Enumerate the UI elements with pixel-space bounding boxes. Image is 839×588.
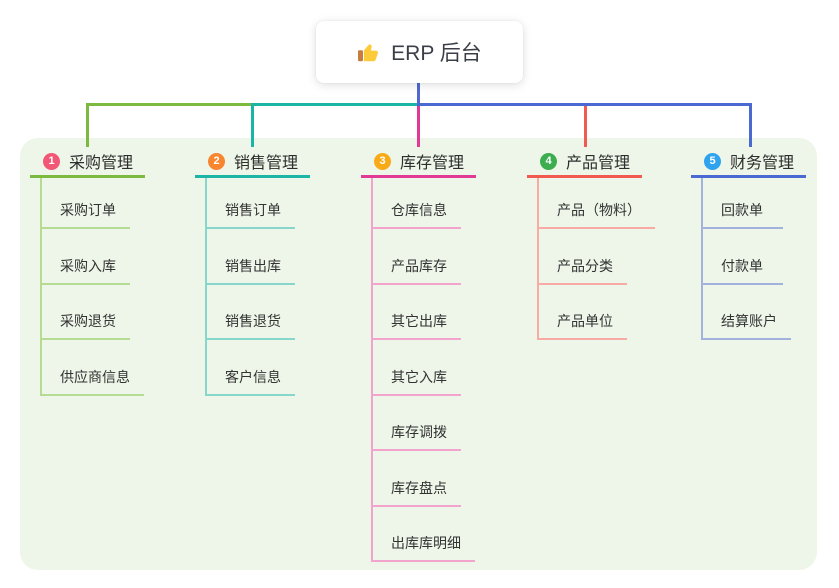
- branch-node-sales[interactable]: 2 销售管理: [195, 147, 310, 178]
- child-node[interactable]: 库存盘点: [373, 451, 461, 507]
- child-node[interactable]: 采购入库: [42, 229, 130, 285]
- child-node[interactable]: 采购订单: [42, 178, 130, 229]
- branch-children: 采购订单 采购入库 采购退货 供应商信息: [40, 178, 144, 396]
- branch-number-badge: 1: [43, 152, 60, 170]
- connector-branch3-drop: [417, 106, 420, 147]
- child-node[interactable]: 采购退货: [42, 285, 130, 340]
- branch-product: 4 产品管理 产品（物料） 产品分类 产品单位: [527, 147, 655, 340]
- branch-number-badge: 3: [374, 152, 391, 170]
- child-node[interactable]: 出库库明细: [373, 507, 475, 562]
- branch-inventory: 3 库存管理 仓库信息 产品库存 其它出库 其它入库 库存调拨 库存盘点 出库库…: [361, 147, 476, 562]
- branch-children: 回款单 付款单 结算账户: [701, 178, 791, 340]
- branch-sales: 2 销售管理 销售订单 销售出库 销售退货 客户信息: [195, 147, 310, 396]
- child-node[interactable]: 结算账户: [703, 285, 791, 340]
- branch-label: 采购管理: [69, 155, 134, 172]
- connector-branch5-horizontal: [417, 103, 752, 106]
- branch-children: 产品（物料） 产品分类 产品单位: [537, 178, 655, 340]
- branch-label: 产品管理: [566, 155, 631, 172]
- child-node[interactable]: 供应商信息: [42, 340, 144, 396]
- child-node[interactable]: 产品单位: [539, 285, 627, 340]
- branch-node-inventory[interactable]: 3 库存管理: [361, 147, 476, 178]
- branch-node-purchase[interactable]: 1 采购管理: [30, 147, 145, 178]
- child-node[interactable]: 库存调拨: [373, 396, 461, 451]
- child-node[interactable]: 销售退货: [207, 285, 295, 340]
- branch-label: 财务管理: [730, 155, 795, 172]
- connector-branch2-drop: [251, 103, 254, 147]
- child-node[interactable]: 其它出库: [373, 285, 461, 340]
- connector-branch4-drop: [584, 106, 587, 147]
- child-node[interactable]: 仓库信息: [373, 178, 461, 229]
- branch-children: 销售订单 销售出库 销售退货 客户信息: [205, 178, 295, 396]
- child-node[interactable]: 销售订单: [207, 178, 295, 229]
- root-label: ERP 后台: [391, 42, 482, 65]
- branch-group-panel: [20, 138, 817, 570]
- branch-purchase: 1 采购管理 采购订单 采购入库 采购退货 供应商信息: [30, 147, 145, 396]
- thumbs-up-icon: [358, 44, 379, 62]
- branch-label: 库存管理: [400, 155, 465, 172]
- child-node[interactable]: 回款单: [703, 178, 783, 229]
- child-node[interactable]: 产品库存: [373, 229, 461, 285]
- child-node[interactable]: 销售出库: [207, 229, 295, 285]
- branch-finance: 5 财务管理 回款单 付款单 结算账户: [691, 147, 806, 340]
- branch-number-badge: 5: [704, 152, 721, 170]
- connector-branch2-horizontal: [251, 103, 420, 106]
- branch-node-product[interactable]: 4 产品管理: [527, 147, 642, 178]
- child-node[interactable]: 其它入库: [373, 340, 461, 396]
- child-node[interactable]: 付款单: [703, 229, 783, 285]
- root-node[interactable]: ERP 后台: [316, 21, 523, 83]
- branch-number-badge: 2: [208, 152, 225, 170]
- child-node[interactable]: 客户信息: [207, 340, 295, 396]
- branch-children: 仓库信息 产品库存 其它出库 其它入库 库存调拨 库存盘点 出库库明细: [371, 178, 475, 562]
- child-node[interactable]: 产品（物料）: [539, 178, 655, 229]
- branch-node-finance[interactable]: 5 财务管理: [691, 147, 806, 178]
- branch-number-badge: 4: [540, 152, 557, 170]
- connector-root-vertical: [417, 83, 420, 104]
- connector-branch1-drop: [86, 103, 89, 147]
- child-node[interactable]: 产品分类: [539, 229, 627, 285]
- connector-branch5-drop: [749, 103, 752, 147]
- branch-label: 销售管理: [234, 155, 299, 172]
